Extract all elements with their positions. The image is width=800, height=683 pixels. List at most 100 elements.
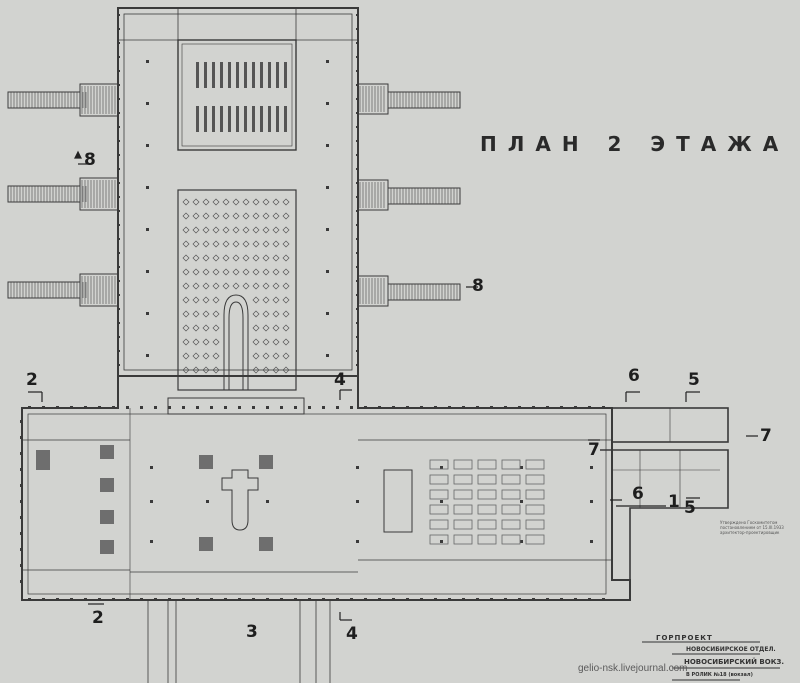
bench <box>212 62 215 88</box>
seat <box>282 310 290 318</box>
seat <box>272 324 280 332</box>
wall-pier <box>42 406 45 409</box>
seat <box>242 254 250 262</box>
wall-pier <box>117 70 120 72</box>
table <box>501 489 521 500</box>
table <box>429 519 449 530</box>
bench <box>244 62 247 88</box>
wall-pier <box>378 598 381 601</box>
seat <box>242 282 250 290</box>
wall-pier <box>126 406 129 409</box>
seat <box>202 268 210 276</box>
wall-pier <box>20 532 23 535</box>
kiosk <box>383 469 413 533</box>
tracks <box>147 600 331 683</box>
wall-pier <box>574 598 577 601</box>
title-block: ГОРПРОЕКТ НОВОСИБИРСКОЕ ОТДЕЛ. НОВОСИБИР… <box>642 634 800 683</box>
column <box>326 270 329 273</box>
seat <box>262 338 270 346</box>
wall-pier <box>117 238 120 240</box>
wall-pier <box>476 406 479 409</box>
section-mark-5-top: 5 <box>688 370 700 390</box>
seat <box>282 366 290 374</box>
seat <box>222 268 230 276</box>
wall-pier <box>224 406 227 409</box>
bench <box>220 106 223 132</box>
seat <box>212 352 220 360</box>
table <box>429 534 449 545</box>
wall-pier <box>350 406 353 409</box>
seat <box>252 198 260 206</box>
wall-pier <box>336 406 339 409</box>
bench <box>252 106 255 132</box>
wall-pier <box>238 406 241 409</box>
wall-pier <box>392 598 395 601</box>
wall-pier <box>210 598 213 601</box>
wall-pier <box>42 598 45 601</box>
bench <box>196 62 199 88</box>
column <box>146 144 149 147</box>
wall-pier <box>392 406 395 409</box>
seat <box>282 254 290 262</box>
bench <box>228 62 231 88</box>
wall-pier <box>117 28 120 30</box>
table <box>525 534 545 545</box>
table <box>477 474 497 485</box>
table <box>501 459 521 470</box>
wall-pier <box>224 598 227 601</box>
wall-pier <box>518 406 521 409</box>
wall-pier <box>117 322 120 324</box>
wall-pier <box>280 598 283 601</box>
bench <box>284 62 287 88</box>
seat <box>282 338 290 346</box>
seat <box>272 310 280 318</box>
seat <box>272 366 280 374</box>
stamp-line-2: постановлением от 15.III.1933 <box>720 525 784 530</box>
wall-pier <box>462 406 465 409</box>
wall-pier <box>434 406 437 409</box>
table <box>501 534 521 545</box>
wall-pier <box>356 266 359 268</box>
wall-pier <box>364 406 367 409</box>
wall-pier <box>20 452 23 455</box>
seat <box>282 296 290 304</box>
wall-pier <box>434 598 437 601</box>
seat <box>282 268 290 276</box>
wall-pier <box>20 468 23 471</box>
seat <box>262 366 270 374</box>
wall-pier <box>356 154 359 156</box>
wall-pier <box>56 598 59 601</box>
section-mark-2-top: 2 <box>26 370 38 390</box>
title-block-line-3: НОВОСИБИРСКИЙ ВОКЗ. <box>684 658 785 666</box>
seat <box>202 254 210 262</box>
seat <box>262 240 270 248</box>
wall-pier <box>140 406 143 409</box>
seat <box>252 352 260 360</box>
watermark-credit: gelio-nsk.livejournal.com <box>578 663 688 674</box>
section-mark-8-upper: 8 <box>84 150 96 170</box>
section-mark-2-bottom: 2 <box>92 608 104 628</box>
seat <box>272 198 280 206</box>
seat <box>192 296 200 304</box>
wall-pier <box>448 406 451 409</box>
seat <box>212 268 220 276</box>
wall-pier <box>356 350 359 352</box>
column <box>146 228 149 231</box>
wall-pier <box>280 406 283 409</box>
seating-upper-hall <box>196 62 287 132</box>
seat <box>232 268 240 276</box>
central-bench <box>223 294 249 390</box>
seat <box>202 310 210 318</box>
seat <box>202 240 210 248</box>
section-mark-7-right: 7 <box>760 426 772 446</box>
seat <box>232 198 240 206</box>
wall-pier <box>266 598 269 601</box>
column <box>146 60 149 63</box>
bench <box>276 106 279 132</box>
seat <box>182 352 190 360</box>
wall-pier <box>117 210 120 212</box>
seat <box>192 212 200 220</box>
seat <box>252 254 260 262</box>
bench <box>260 106 263 132</box>
seat <box>212 226 220 234</box>
